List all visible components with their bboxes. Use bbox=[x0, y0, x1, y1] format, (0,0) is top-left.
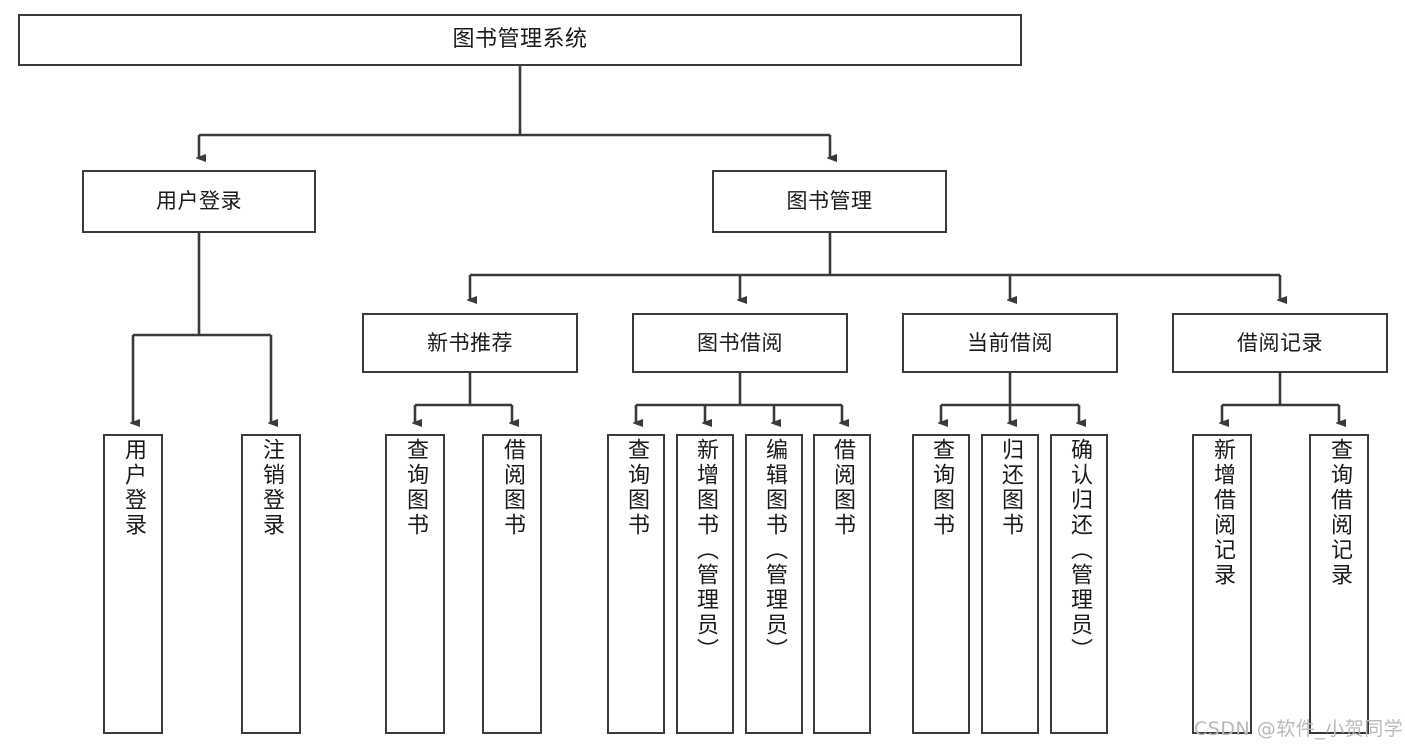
node-label: 编辑图书（管理员） bbox=[762, 438, 787, 663]
node-user-login[interactable]: 用户登录 bbox=[82, 170, 316, 233]
node-label: 借阅图书 bbox=[500, 438, 525, 538]
node-label: 用户登录 bbox=[121, 438, 146, 538]
node-leaf-user-logout[interactable]: 注销登录 bbox=[241, 434, 301, 734]
node-leaf-user-login[interactable]: 用户登录 bbox=[103, 434, 163, 734]
node-label: 查询图书 bbox=[403, 438, 428, 538]
node-leaf-edit-book[interactable]: 编辑图书（管理员） bbox=[745, 434, 803, 734]
node-label: 注销登录 bbox=[259, 438, 284, 538]
node-label: 确认归还（管理员） bbox=[1067, 438, 1092, 663]
node-label: 图书管理系统 bbox=[452, 27, 588, 53]
node-label: 查询借阅记录 bbox=[1327, 438, 1352, 588]
node-label: 归还图书 bbox=[998, 438, 1023, 538]
csdn-watermark: CSDN @软件_小贺同学 bbox=[1194, 718, 1404, 740]
node-label: 新增借阅记录 bbox=[1210, 438, 1235, 588]
node-label: 新增图书（管理员） bbox=[693, 438, 718, 663]
node-leaf-query-record[interactable]: 查询借阅记录 bbox=[1309, 434, 1369, 734]
node-root-system[interactable]: 图书管理系统 bbox=[18, 14, 1022, 66]
node-leaf-borrow-book-2[interactable]: 借阅图书 bbox=[813, 434, 871, 734]
node-book-borrow[interactable]: 图书借阅 bbox=[632, 313, 848, 373]
node-label: 查询图书 bbox=[624, 438, 649, 538]
node-new-book-recommend[interactable]: 新书推荐 bbox=[362, 313, 578, 373]
node-label: 图书管理 bbox=[786, 189, 873, 214]
node-leaf-query-book-2[interactable]: 查询图书 bbox=[607, 434, 665, 734]
node-label: 用户登录 bbox=[156, 189, 242, 214]
node-label: 借阅记录 bbox=[1237, 330, 1323, 355]
node-leaf-borrow-book-1[interactable]: 借阅图书 bbox=[482, 434, 542, 734]
node-label: 借阅图书 bbox=[830, 438, 855, 538]
node-book-manage[interactable]: 图书管理 bbox=[712, 170, 947, 233]
node-leaf-return-book[interactable]: 归还图书 bbox=[981, 434, 1039, 734]
node-leaf-confirm-return[interactable]: 确认归还（管理员） bbox=[1050, 434, 1108, 734]
node-leaf-query-book-3[interactable]: 查询图书 bbox=[912, 434, 970, 734]
node-leaf-add-book[interactable]: 新增图书（管理员） bbox=[676, 434, 734, 734]
node-leaf-add-record[interactable]: 新增借阅记录 bbox=[1192, 434, 1252, 734]
node-borrow-record[interactable]: 借阅记录 bbox=[1172, 313, 1388, 373]
node-label: 新书推荐 bbox=[427, 330, 513, 355]
node-label: 查询图书 bbox=[929, 438, 954, 538]
node-label: 当前借阅 bbox=[967, 330, 1053, 355]
node-leaf-query-book-1[interactable]: 查询图书 bbox=[385, 434, 445, 734]
node-current-borrow[interactable]: 当前借阅 bbox=[902, 313, 1118, 373]
node-label: 图书借阅 bbox=[697, 330, 783, 355]
